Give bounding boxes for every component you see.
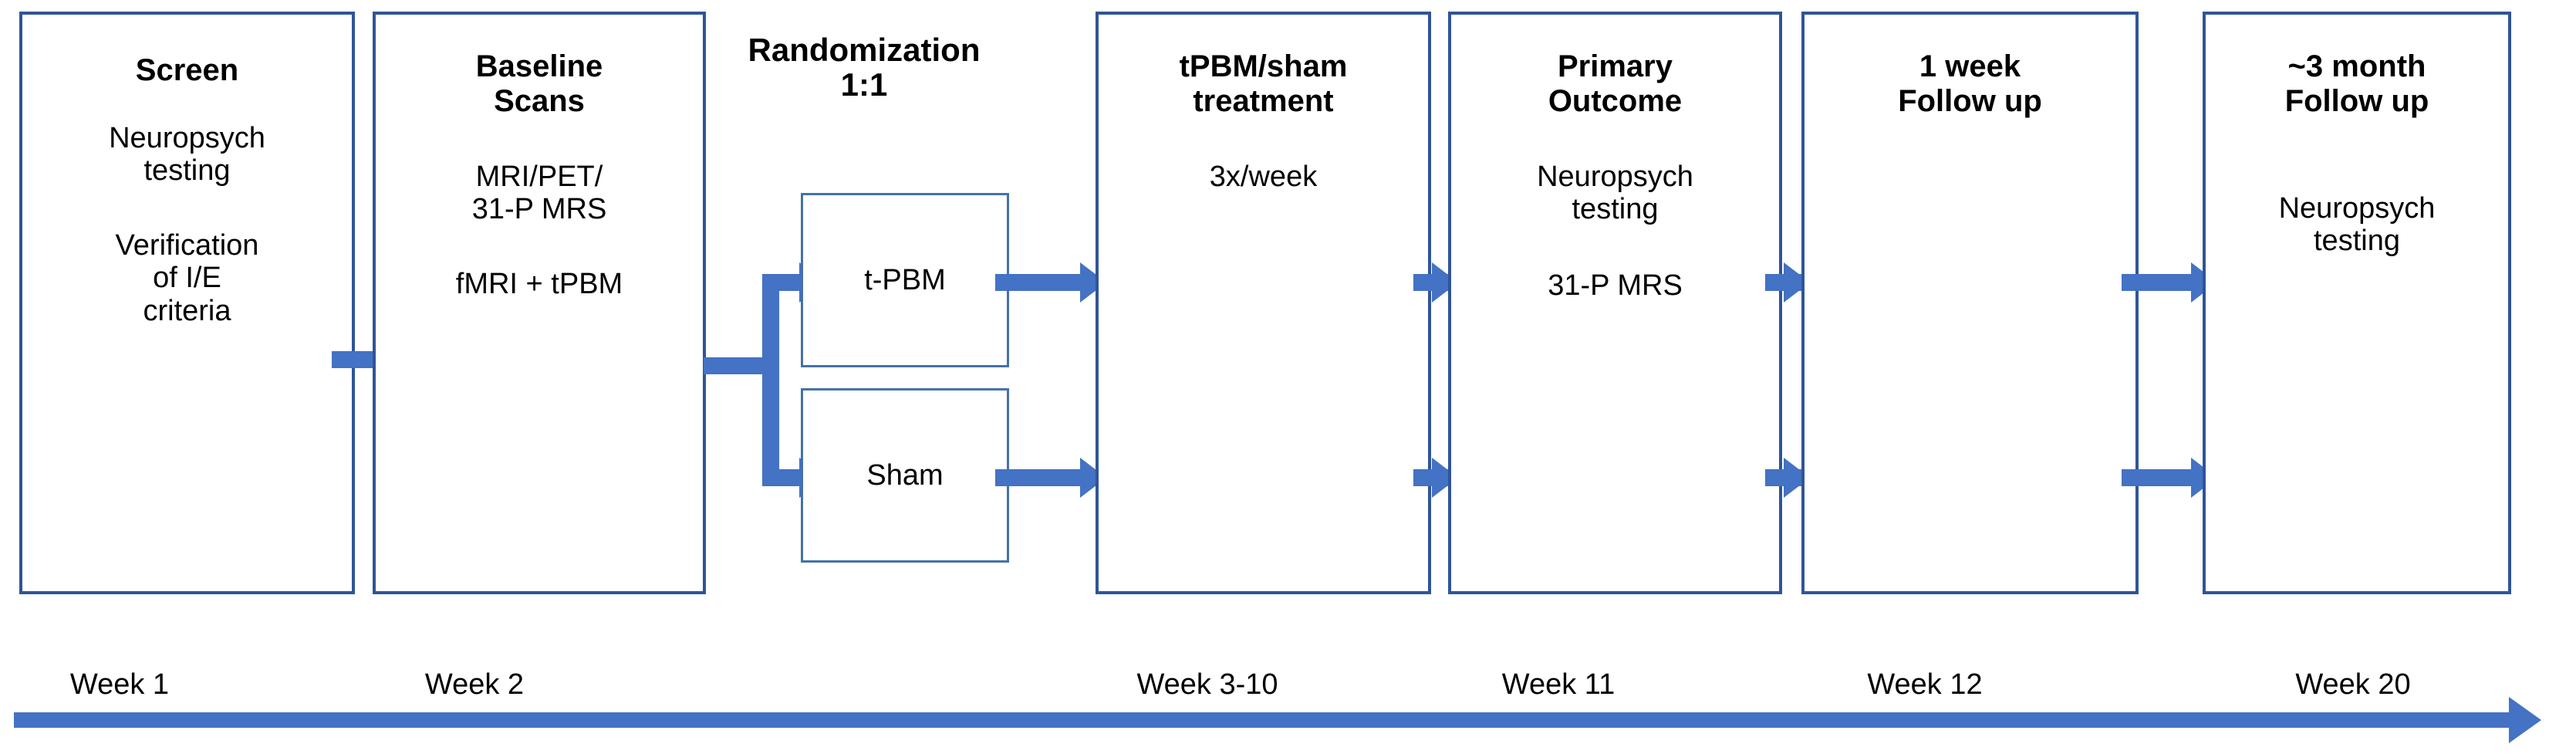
stage-box-tpbm-sham-treatment[interactable]: tPBM/sham treatment 3x/week (1096, 12, 1431, 594)
stage-title-primary-outcome: Primary Outcome (1548, 49, 1683, 118)
stage-box-primary-outcome[interactable]: Primary Outcome Neuropsych testing 31-P … (1448, 12, 1782, 594)
timeline-label-week-12: Week 12 (1867, 668, 1983, 701)
randomization-label: Randomization 1:1 (748, 32, 981, 103)
stage-title-one-week-followup: 1 week Follow up (1898, 49, 2042, 118)
stage-line-screen-neuropsych: Neuropsych testing (109, 121, 265, 188)
arm-label-tpbm: t-PBM (864, 263, 946, 296)
connector-baseline-to-randomization-shaft (704, 357, 777, 374)
stage-line-month3-neuropsych: Neuropsych testing (2278, 191, 2436, 258)
timeline-label-week-20: Week 20 (2295, 668, 2411, 701)
timeline-label-week-11: Week 11 (1501, 668, 1615, 701)
connector-week1-to-month3-upper-shaft (2122, 274, 2213, 291)
connector-week1-to-month3-lower-shaft (2122, 469, 2213, 486)
randomization-branch-trunk (762, 274, 779, 486)
stage-title-tpbm-sham-treatment: tPBM/sham treatment (1179, 49, 1348, 118)
arm-label-sham: Sham (866, 458, 944, 492)
randomization-branch-to-sham-shaft (762, 469, 802, 486)
timeline-label-week-1: Week 1 (69, 668, 170, 701)
stage-line-baseline-fmri-tpbm: fMRI + tPBM (455, 267, 623, 300)
connector-sham-to-treatment-shaft (995, 469, 1105, 486)
stage-title-baseline-scans: Baseline Scans (475, 49, 603, 118)
stage-title-screen: Screen (135, 53, 239, 87)
connector-screen-to-baseline-shaft (332, 351, 380, 368)
arm-box-sham[interactable]: Sham (801, 388, 1009, 563)
stage-box-three-month-followup[interactable]: ~3 month Follow up Neuropsych testing (2203, 12, 2511, 594)
stage-line-outcome-neuropsych: Neuropsych testing (1537, 160, 1693, 226)
timeline-label-week-3-10: Week 3-10 (1136, 668, 1278, 701)
stage-line-treatment-frequency: 3x/week (1209, 160, 1318, 193)
connector-tpbm-to-treatment-shaft (995, 274, 1105, 291)
timeline-axis-arrowhead (2509, 697, 2541, 743)
stage-box-screen[interactable]: Screen Neuropsych testing Verification o… (19, 12, 355, 594)
timeline-label-week-2: Week 2 (424, 668, 525, 701)
randomization-branch-to-tpbm-shaft (762, 274, 802, 291)
stage-box-one-week-followup[interactable]: 1 week Follow up (1801, 12, 2139, 594)
stage-line-outcome-mrs: 31-P MRS (1548, 269, 1683, 302)
stage-line-screen-verification: Verification of I/E criteria (115, 228, 259, 327)
timeline-axis-bar (14, 712, 2512, 728)
stage-box-baseline-scans[interactable]: Baseline Scans MRI/PET/ 31-P MRS fMRI + … (373, 12, 706, 594)
stage-title-three-month-followup: ~3 month Follow up (2284, 49, 2429, 118)
stage-line-baseline-mri-pet: MRI/PET/ 31-P MRS (471, 160, 607, 226)
arm-box-tpbm[interactable]: t-PBM (801, 193, 1009, 367)
